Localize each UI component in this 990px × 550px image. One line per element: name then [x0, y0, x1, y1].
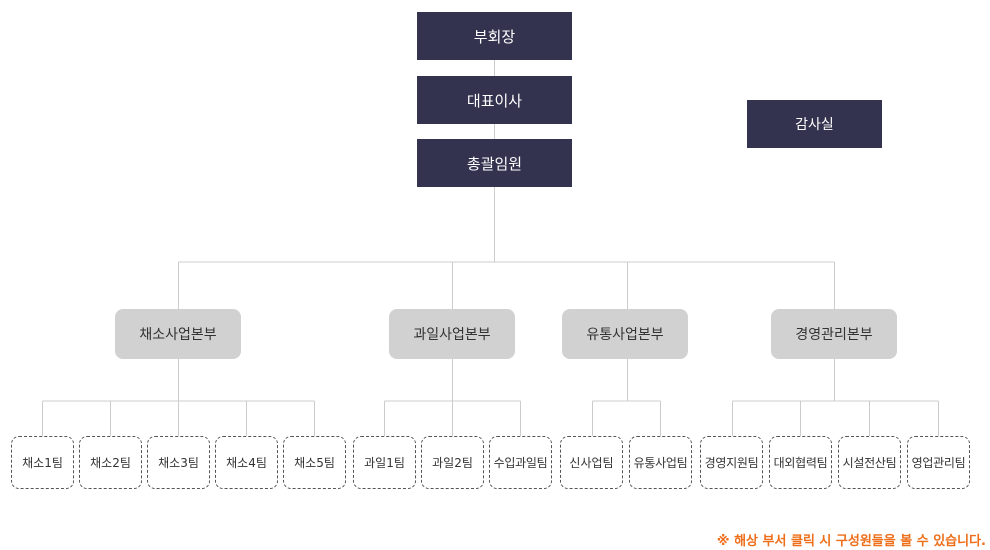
division-label: 과일사업본부 [413, 327, 491, 343]
division-distribution[interactable]: 유통사업본부 [562, 309, 688, 359]
ceo-box[interactable]: 대표이사 [417, 76, 572, 124]
team-box[interactable]: 과일1팀 [353, 436, 416, 489]
team-label: 경영지원팀 [704, 456, 759, 470]
team-box[interactable]: 과일2팀 [421, 436, 484, 489]
team-label: 채소1팀 [22, 456, 63, 470]
vice-chairman-label: 부회장 [473, 27, 516, 46]
team-label: 채소4팀 [226, 456, 267, 470]
audit-office-label: 감사실 [795, 117, 834, 133]
team-label: 과일2팀 [432, 456, 473, 470]
team-box[interactable]: 채소2팀 [79, 436, 142, 489]
team-box[interactable]: 채소3팀 [147, 436, 210, 489]
vice-chairman-box[interactable]: 부회장 [417, 12, 572, 60]
team-box[interactable]: 채소1팀 [11, 436, 74, 489]
team-box[interactable]: 영업관리팀 [907, 436, 970, 489]
team-label: 신사업팀 [569, 456, 614, 470]
team-label: 유통사업팀 [633, 456, 688, 470]
team-box[interactable]: 대외협력팀 [769, 436, 832, 489]
general-executive-label: 총괄임원 [466, 154, 523, 173]
team-label: 대외협력팀 [773, 456, 828, 470]
team-label: 과일1팀 [364, 456, 405, 470]
team-label: 채소2팀 [90, 456, 131, 470]
team-label: 시설전산팀 [842, 456, 897, 470]
division-fruit[interactable]: 과일사업본부 [389, 309, 515, 359]
division-label: 경영관리본부 [795, 327, 873, 343]
team-box[interactable]: 수입과일팀 [489, 436, 552, 489]
team-box[interactable]: 시설전산팀 [838, 436, 901, 489]
general-executive-box[interactable]: 총괄임원 [417, 139, 572, 187]
team-box[interactable]: 유통사업팀 [629, 436, 692, 489]
division-label: 유통사업본부 [586, 327, 664, 343]
team-label: 수입과일팀 [493, 456, 548, 470]
team-box[interactable]: 신사업팀 [560, 436, 623, 489]
team-label: 채소5팀 [294, 456, 335, 470]
team-box[interactable]: 채소4팀 [215, 436, 278, 489]
team-label: 채소3팀 [158, 456, 199, 470]
ceo-label: 대표이사 [466, 91, 523, 110]
click-hint-note: ※ 해상 부서 클릭 시 구성원들을 볼 수 있습니다. [716, 534, 986, 549]
division-label: 채소사업본부 [139, 327, 217, 343]
team-box[interactable]: 채소5팀 [283, 436, 346, 489]
division-vegetable[interactable]: 채소사업본부 [115, 309, 241, 359]
division-management[interactable]: 경영관리본부 [771, 309, 897, 359]
team-box[interactable]: 경영지원팀 [700, 436, 763, 489]
audit-office-box[interactable]: 감사실 [747, 100, 882, 148]
team-label: 영업관리팀 [911, 456, 966, 470]
